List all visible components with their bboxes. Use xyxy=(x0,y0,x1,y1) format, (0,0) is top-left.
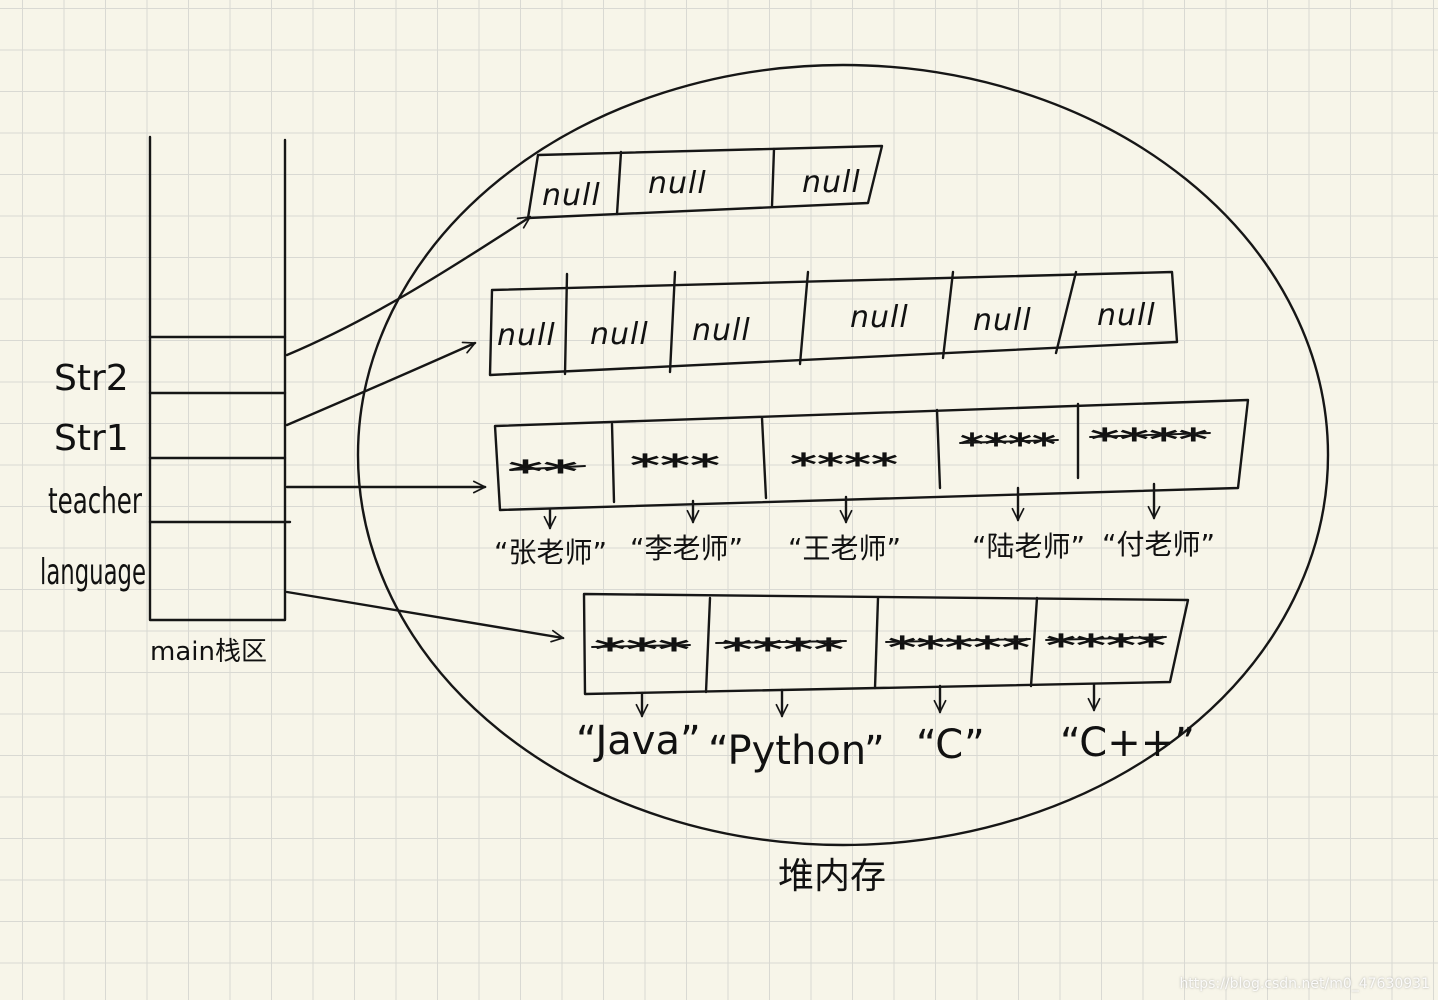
teacher-value-4: “付老师” xyxy=(1102,528,1215,561)
str1-cell-2: null xyxy=(692,313,751,348)
str1-array xyxy=(488,270,1179,377)
language-cell-0: *** xyxy=(594,633,691,668)
language-value-2: “C” xyxy=(916,722,985,768)
language-cell-2: ***** xyxy=(888,631,1031,666)
language-array xyxy=(582,592,1190,696)
language-value-1: “Python” xyxy=(708,728,885,774)
str1-cell-4: null xyxy=(973,303,1032,338)
teacher-value-0: “张老师” xyxy=(494,536,607,569)
stack-caption: main栈区 xyxy=(150,637,267,667)
str1-cell-3: null xyxy=(850,300,909,335)
stack-var-str1: Str1 xyxy=(54,418,129,459)
teacher-down-arrows xyxy=(550,482,1154,528)
arrow-language xyxy=(285,590,563,638)
teacher-cell-3: **** xyxy=(960,428,1056,463)
str2-cell-1: null xyxy=(648,166,707,201)
language-down-arrows xyxy=(642,682,1094,716)
teacher-value-1: “李老师” xyxy=(630,532,743,565)
str2-cell-0: null xyxy=(542,178,601,213)
language-cell-1: **** xyxy=(722,633,845,668)
watermark: https://blog.csdn.net/m0_47630931 xyxy=(1179,976,1430,992)
str1-cell-5: null xyxy=(1097,298,1156,333)
language-strikethroughs xyxy=(591,636,1167,648)
language-cell-3: **** xyxy=(1046,629,1167,664)
str2-cell-2: null xyxy=(802,165,861,200)
teacher-cell-1: *** xyxy=(630,449,721,484)
arrow-str2 xyxy=(285,215,530,357)
stack-var-str2: Str2 xyxy=(54,358,129,399)
stack-var-teacher: teacher xyxy=(48,481,142,522)
teacher-cell-4: **** xyxy=(1090,423,1209,458)
teacher-value-2: “王老师” xyxy=(788,532,901,565)
teacher-array xyxy=(493,398,1250,512)
heap-region xyxy=(356,63,1330,847)
arrow-str1 xyxy=(285,343,475,427)
teacher-cell-0: ** xyxy=(508,455,579,490)
teacher-cell-2: **** xyxy=(790,448,899,483)
teacher-value-3: “陆老师” xyxy=(972,530,1085,563)
stack-var-language: language xyxy=(40,552,146,593)
language-value-3: “C++” xyxy=(1060,720,1195,766)
str2-array xyxy=(526,144,884,220)
heap-caption: 堆内存 xyxy=(778,856,886,897)
teacher-strikethroughs xyxy=(509,432,1211,471)
str1-cell-1: null xyxy=(590,317,649,352)
main-stack xyxy=(148,135,292,622)
language-value-0: “Java” xyxy=(576,718,701,764)
str1-cell-0: null xyxy=(497,318,556,353)
